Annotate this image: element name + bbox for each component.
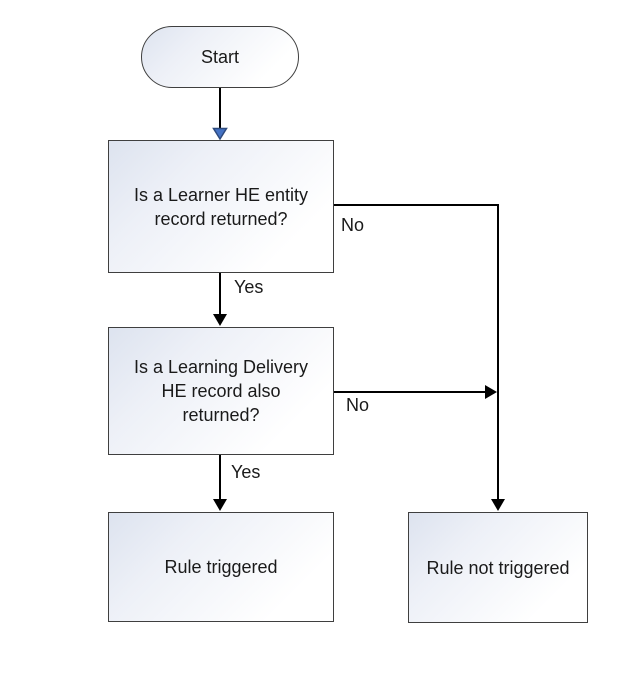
edge-q1-no-line (334, 204, 499, 500)
edge-q1-no-arrowhead-icon (491, 499, 505, 511)
edge-q2-yes-arrowhead-icon (213, 499, 227, 511)
edge-label-q2-no: No (346, 395, 370, 415)
edge-label-q2-yes: Yes (231, 462, 261, 482)
node-rule-triggered-label: Rule triggered (164, 557, 278, 577)
node-start: Start (141, 26, 299, 88)
edge-q2-no-to-join (334, 385, 497, 399)
edge-start-to-q1-arrowhead-icon (212, 127, 228, 141)
edge-q2-yes-to-rule-triggered (213, 455, 227, 511)
edge-q1-no-to-rule-not-triggered (334, 204, 505, 511)
node-rule-not-triggered-label: Rule not triggered (426, 557, 570, 578)
edge-q1-yes-to-q2 (213, 273, 227, 326)
edge-label-q1-yes: Yes (234, 277, 264, 297)
edge-q1-yes-arrowhead-icon (213, 314, 227, 326)
node-question-learner-he-entity: Is a Learner HE entity record returned? (108, 140, 334, 273)
node-question-learner-he-entity-label: Is a Learner HE entity record returned? (133, 184, 309, 229)
node-rule-not-triggered: Rule not triggered (408, 512, 588, 623)
edge-q2-no-arrowhead-icon (485, 385, 497, 399)
edge-start-to-q1 (212, 88, 228, 141)
edge-label-q1-no: No (341, 215, 365, 235)
node-start-label: Start (200, 47, 239, 67)
node-question-learning-delivery-he-label: Is a Learning Delivery HE record also re… (133, 357, 309, 425)
node-question-learning-delivery-he: Is a Learning Delivery HE record also re… (108, 327, 334, 455)
node-rule-triggered: Rule triggered (108, 512, 334, 622)
